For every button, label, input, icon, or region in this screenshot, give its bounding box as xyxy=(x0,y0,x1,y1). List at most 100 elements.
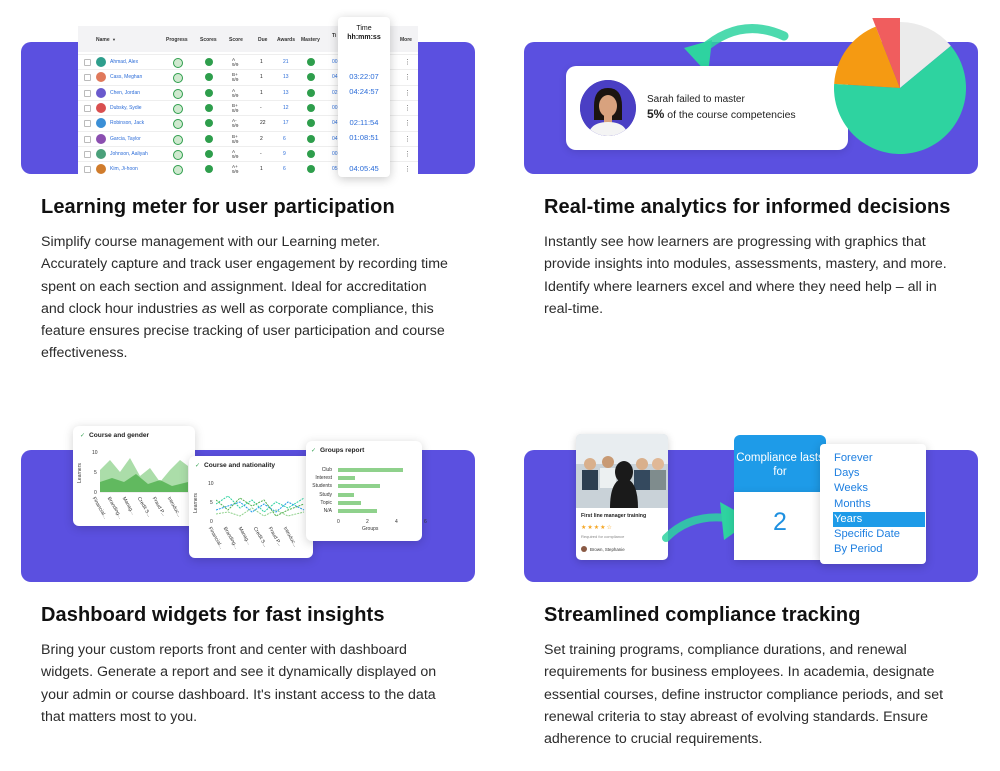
learner-name-link[interactable]: Kim, Ji-hoon xyxy=(110,166,138,173)
feature-title-learning-meter: Learning meter for user participation xyxy=(41,196,395,218)
widget-title-course-nationality: Course and nationality xyxy=(204,462,276,469)
col-more[interactable]: More xyxy=(400,37,412,43)
row-checkbox[interactable] xyxy=(84,120,91,128)
progress-icon xyxy=(173,119,183,130)
row-checkbox[interactable] xyxy=(84,150,91,158)
widget-check-icon: ✓ xyxy=(80,433,86,439)
row-checkbox[interactable] xyxy=(84,74,91,82)
analytics-alert-line2: 5% of the course competencies xyxy=(647,107,796,121)
mastery-status-icon xyxy=(307,119,315,128)
analytics-alert-line1: Sarah failed to master xyxy=(647,94,745,105)
group-bar xyxy=(338,476,356,481)
score-status-icon xyxy=(205,88,213,97)
col-mastery[interactable]: Mastery xyxy=(301,37,320,43)
ti-value: 04 xyxy=(332,74,338,81)
grade-value: B+8/9 xyxy=(232,72,239,83)
col-scores[interactable]: Scores xyxy=(200,37,217,43)
score-status-icon xyxy=(205,119,213,128)
more-options-icon[interactable]: ⋮ xyxy=(404,150,411,158)
grade-value: A+9/9 xyxy=(232,164,239,175)
awards-value[interactable]: 12 xyxy=(283,104,289,111)
more-options-icon[interactable]: ⋮ xyxy=(404,166,411,174)
compliance-option-forever[interactable]: Forever xyxy=(834,452,873,464)
competency-pie-chart xyxy=(834,18,966,154)
gender-ytick: 5 xyxy=(94,470,97,476)
time-value: 03:22:07 xyxy=(349,72,379,81)
more-options-icon[interactable]: ⋮ xyxy=(404,59,411,66)
learner-name-link[interactable]: Cass, Meghan xyxy=(110,74,143,81)
awards-value[interactable]: 9 xyxy=(283,150,286,157)
group-category-label: N/A xyxy=(323,508,332,514)
col-progress[interactable]: Progress xyxy=(166,37,188,43)
compliance-option-months[interactable]: Months xyxy=(834,497,871,510)
more-options-icon[interactable]: ⋮ xyxy=(404,74,411,82)
row-checkbox[interactable] xyxy=(84,166,91,174)
compliance-period-dropdown xyxy=(820,444,926,564)
due-value: 2 xyxy=(260,135,263,142)
progress-icon xyxy=(173,73,183,84)
awards-value[interactable]: 13 xyxy=(283,89,289,96)
col-score[interactable]: Score xyxy=(229,37,243,43)
learner-name-link[interactable]: Johnson, Aaliyah xyxy=(110,150,148,157)
compliance-duration-box xyxy=(734,492,826,560)
learner-name-link[interactable]: Robinson, Jack xyxy=(110,120,145,127)
col-name[interactable]: Name xyxy=(96,37,110,43)
compliance-option-specific-date[interactable]: Specific Date xyxy=(834,528,900,540)
mastery-status-icon xyxy=(307,73,315,82)
col-awards[interactable]: Awards xyxy=(277,37,295,43)
compliance-option-days[interactable]: Days xyxy=(834,467,860,480)
nationality-ytick: 10 xyxy=(208,481,214,487)
course-card-stars: ★★★★☆ xyxy=(581,525,613,531)
more-options-icon[interactable]: ⋮ xyxy=(404,120,411,128)
row-checkbox[interactable] xyxy=(84,135,91,143)
progress-icon xyxy=(173,149,183,160)
row-checkbox[interactable] xyxy=(84,59,91,66)
learner-name-link[interactable]: Ahmad, Alex xyxy=(110,59,139,65)
due-value: - xyxy=(260,150,262,157)
learner-name-link[interactable]: Dubsky, Sydie xyxy=(110,104,142,111)
awards-value[interactable]: 6 xyxy=(283,166,286,173)
awards-value[interactable]: 6 xyxy=(283,135,286,142)
row-checkbox[interactable] xyxy=(84,104,91,112)
awards-value[interactable]: 13 xyxy=(283,74,289,81)
learner-name-link[interactable]: Chen, Jordan xyxy=(110,89,141,96)
progress-icon xyxy=(173,134,183,145)
widget-groups-report[interactable] xyxy=(306,441,422,541)
sort-chevron-icon[interactable]: ▼ xyxy=(112,37,116,42)
ti-value: 00 xyxy=(332,59,338,65)
col-ti[interactable]: Ti xyxy=(332,33,337,39)
group-xtick: 0 xyxy=(337,519,340,526)
widget-course-nationality[interactable] xyxy=(189,456,313,558)
compliance-option-by-period[interactable]: By Period xyxy=(834,543,883,556)
score-status-icon xyxy=(205,58,213,66)
avatar xyxy=(96,72,106,83)
more-options-icon[interactable]: ⋮ xyxy=(404,89,411,97)
time-value: 01:08:51 xyxy=(349,133,379,143)
awards-value[interactable]: 21 xyxy=(283,59,289,65)
feature-title-analytics: Real-time analytics for informed decisio… xyxy=(544,196,951,218)
course-card[interactable] xyxy=(576,434,668,560)
ti-value: 00 xyxy=(332,104,338,111)
awards-value[interactable]: 17 xyxy=(283,120,289,127)
learner-name-link[interactable]: Garcia, Taylor xyxy=(110,135,141,142)
score-status-icon xyxy=(205,149,213,158)
compliance-duration-number[interactable]: 2 xyxy=(773,508,787,536)
more-options-icon[interactable]: ⋮ xyxy=(404,104,411,112)
row-checkbox[interactable] xyxy=(84,89,91,97)
compliance-option-years[interactable]: Years xyxy=(834,512,863,525)
pie-slice xyxy=(900,22,951,88)
col-due[interactable]: Due xyxy=(258,37,268,43)
compliance-option-weeks[interactable]: Weeks xyxy=(834,482,868,495)
more-options-icon[interactable]: ⋮ xyxy=(404,135,411,143)
